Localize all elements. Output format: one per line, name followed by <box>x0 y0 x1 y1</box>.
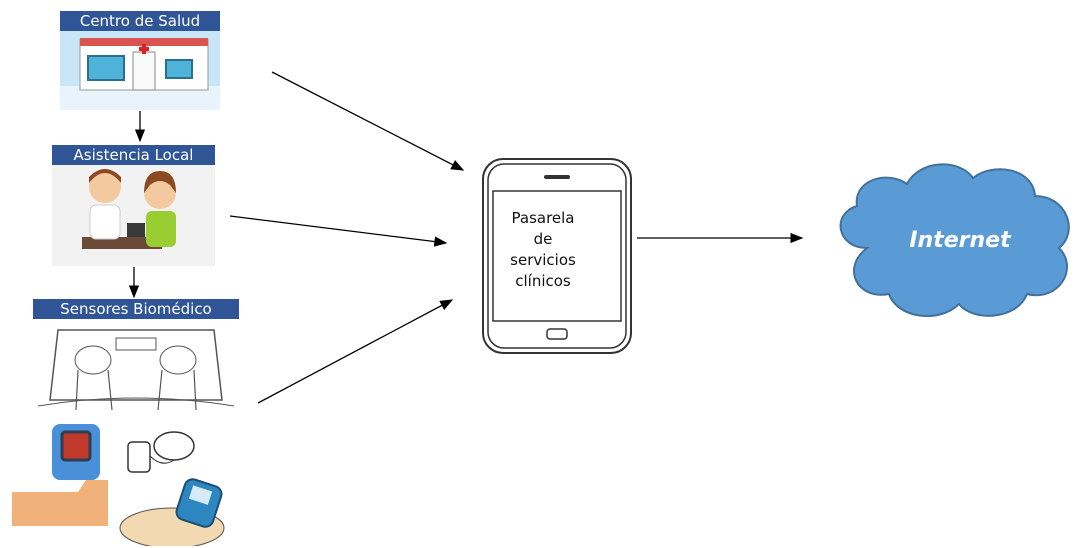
health-center-label: Centro de Salud <box>60 11 220 31</box>
local-assistance-label: Asistencia Local <box>52 145 215 165</box>
hospital-picture <box>60 30 220 110</box>
arrow-sensors-to-gateway <box>257 299 454 404</box>
oximeter-picture <box>12 418 112 526</box>
hospital-icon <box>60 38 220 110</box>
glucometer-picture <box>112 476 230 546</box>
gateway-line-2: de <box>533 230 553 248</box>
glucometer-icon <box>119 478 225 546</box>
pulse-oximeter-icon <box>12 424 108 526</box>
bathroom-scale-icon <box>38 329 234 410</box>
arrow-assist-to-gateway <box>229 215 448 247</box>
internet-label: Internet <box>909 228 1011 253</box>
bp-monitor-picture <box>122 416 202 476</box>
smartphone-icon <box>482 158 632 354</box>
blood-pressure-monitor-icon <box>127 431 195 473</box>
gateway-line-4: clínicos <box>515 272 571 290</box>
biomedical-sensors-label: Sensores Biomédico <box>33 299 239 319</box>
gateway-line-1: Pasarela <box>511 209 575 227</box>
gateway-label: Pasarela de servicios clínicos <box>494 208 592 292</box>
arrow-center-to-gateway <box>271 71 465 171</box>
scale-picture <box>38 320 234 410</box>
nurse-patient-icon <box>82 169 176 249</box>
gateway-line-3: servicios <box>510 251 576 269</box>
cloud-icon <box>839 163 1070 318</box>
assistance-picture <box>52 163 215 266</box>
